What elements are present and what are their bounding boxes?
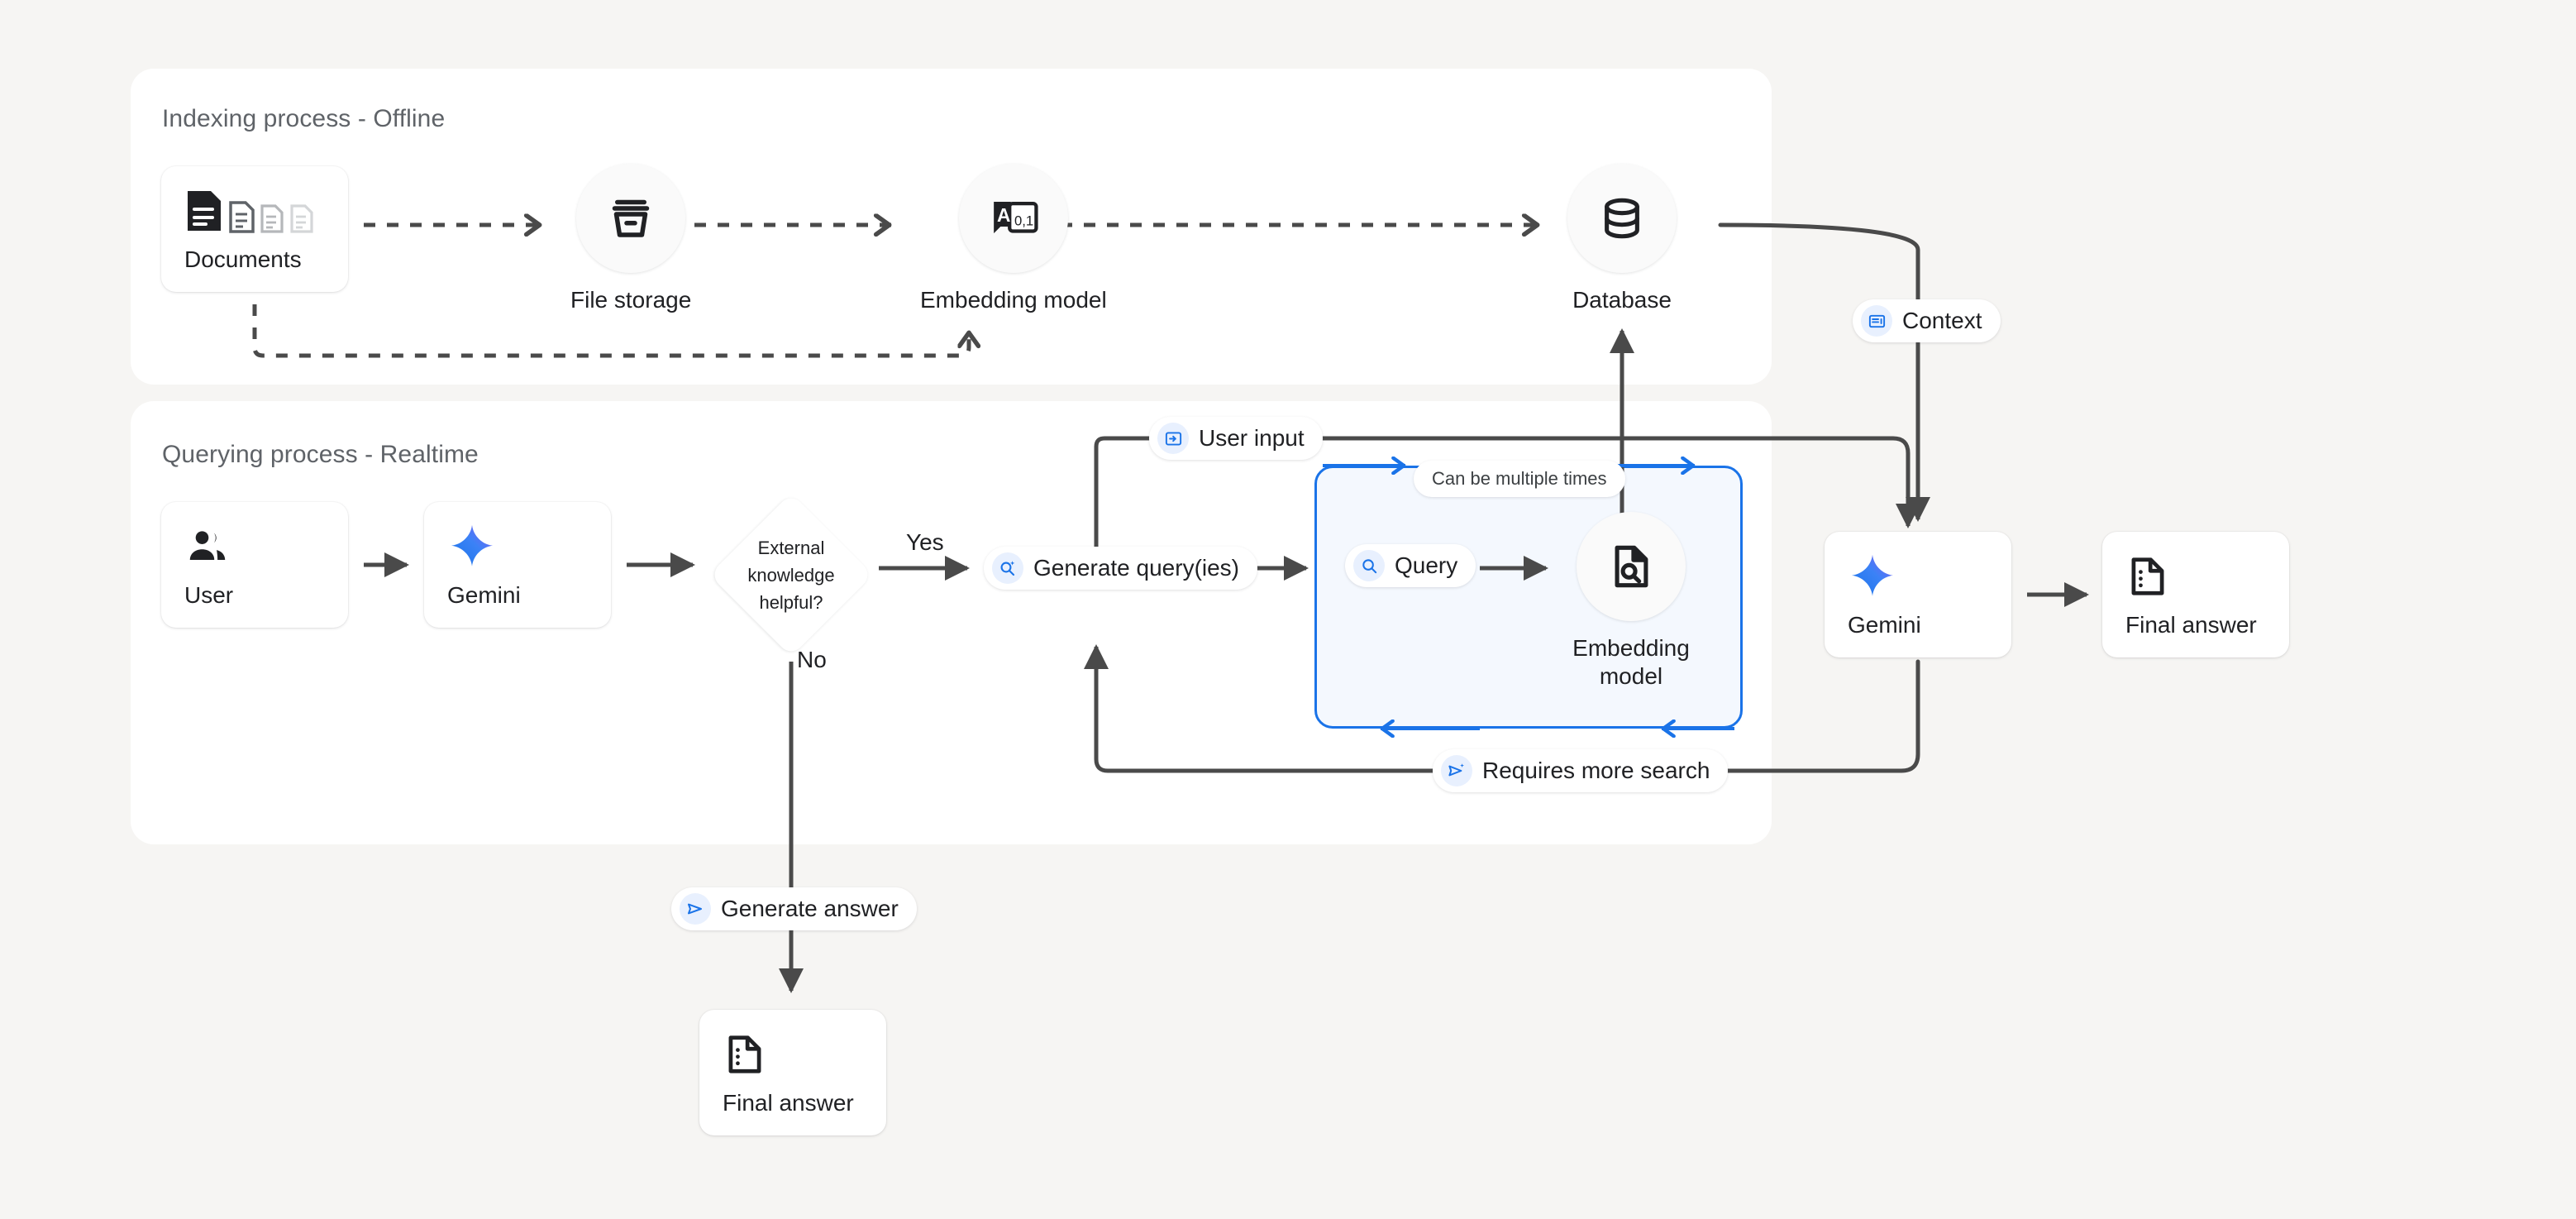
pill-context[interactable]: Context <box>1853 299 2001 342</box>
node-gemini-query-label: Gemini <box>447 582 521 608</box>
node-database-label: Database <box>1572 287 1672 313</box>
node-final-answer-right[interactable]: Final answer <box>2102 532 2289 657</box>
pill-requires-more-search-label: Requires more search <box>1482 758 1710 783</box>
send-icon <box>680 893 711 925</box>
text-to-vector-icon: 0,1 A <box>958 164 1068 273</box>
node-embedding-model-indexing[interactable]: 0,1 A Embedding model <box>920 164 1107 314</box>
branch-label-yes: Yes <box>906 529 944 555</box>
pill-generate-answer[interactable]: Generate answer <box>671 887 917 930</box>
node-embedding-model-query-label: Embedding model <box>1569 634 1693 691</box>
context-panel-icon <box>1861 305 1892 337</box>
pill-user-input-label: User input <box>1199 425 1305 451</box>
search-icon <box>1353 550 1385 581</box>
node-database[interactable]: Database <box>1567 164 1677 314</box>
answer-doc-icon <box>2125 551 2289 602</box>
pill-user-input[interactable]: User input <box>1149 417 1323 460</box>
answer-doc-icon <box>723 1029 886 1080</box>
node-file-storage[interactable]: File storage <box>570 164 691 314</box>
document-search-icon <box>1577 512 1686 621</box>
node-final-answer-bottom-label: Final answer <box>723 1090 854 1116</box>
archive-box-icon <box>576 164 686 273</box>
panel-indexing-title: Indexing process - Offline <box>162 105 446 132</box>
node-gemini-query[interactable]: Gemini <box>424 502 611 628</box>
pill-requires-more-search[interactable]: Requires more search <box>1433 749 1729 792</box>
decision-text: External knowledge helpful? <box>708 492 874 657</box>
pill-can-be-multiple-times: Can be multiple times <box>1414 461 1625 497</box>
node-decision-external-knowledge[interactable]: External knowledge helpful? <box>708 492 874 657</box>
svg-text:A: A <box>997 204 1010 226</box>
node-user-label: User <box>184 582 234 608</box>
gemini-sparkle-icon <box>1848 551 2011 602</box>
pill-context-label: Context <box>1902 308 1982 333</box>
documents-icon <box>184 185 348 237</box>
embedding2-label-line2: model <box>1599 663 1663 690</box>
pill-query-label: Query <box>1395 552 1458 578</box>
node-embedding-model-query[interactable]: Embedding model <box>1569 512 1693 691</box>
pill-query[interactable]: Query <box>1345 544 1476 587</box>
gemini-sparkle-icon <box>447 521 611 572</box>
embedding2-label-line1: Embedding <box>1572 635 1690 661</box>
panel-querying-title: Querying process - Realtime <box>162 441 479 468</box>
node-gemini-final-label: Gemini <box>1848 612 1921 638</box>
people-icon <box>184 521 348 572</box>
node-documents[interactable]: Documents <box>161 166 348 292</box>
node-user[interactable]: User <box>161 502 348 628</box>
search-sparkle-icon <box>992 552 1023 584</box>
node-final-answer-bottom[interactable]: Final answer <box>699 1010 886 1135</box>
node-file-storage-label: File storage <box>570 287 692 313</box>
branch-label-no: No <box>797 647 827 672</box>
decision-line-2: knowledge <box>747 564 835 586</box>
pill-generate-query[interactable]: Generate query(ies) <box>984 547 1258 590</box>
node-embedding-model-indexing-label: Embedding model <box>920 287 1107 313</box>
pill-can-be-multiple-times-label: Can be multiple times <box>1432 468 1607 489</box>
decision-line-3: helpful? <box>759 591 823 613</box>
send-sparkle-icon <box>1441 755 1472 786</box>
svg-text:0,1: 0,1 <box>1014 213 1033 228</box>
node-documents-label: Documents <box>184 246 302 272</box>
decision-line-1: External <box>757 537 825 558</box>
pill-generate-query-label: Generate query(ies) <box>1033 555 1240 581</box>
pill-generate-answer-label: Generate answer <box>721 896 899 921</box>
node-final-answer-right-label: Final answer <box>2125 612 2257 638</box>
database-icon <box>1567 164 1677 273</box>
input-box-icon <box>1157 423 1189 454</box>
node-gemini-final[interactable]: Gemini <box>1825 532 2011 657</box>
